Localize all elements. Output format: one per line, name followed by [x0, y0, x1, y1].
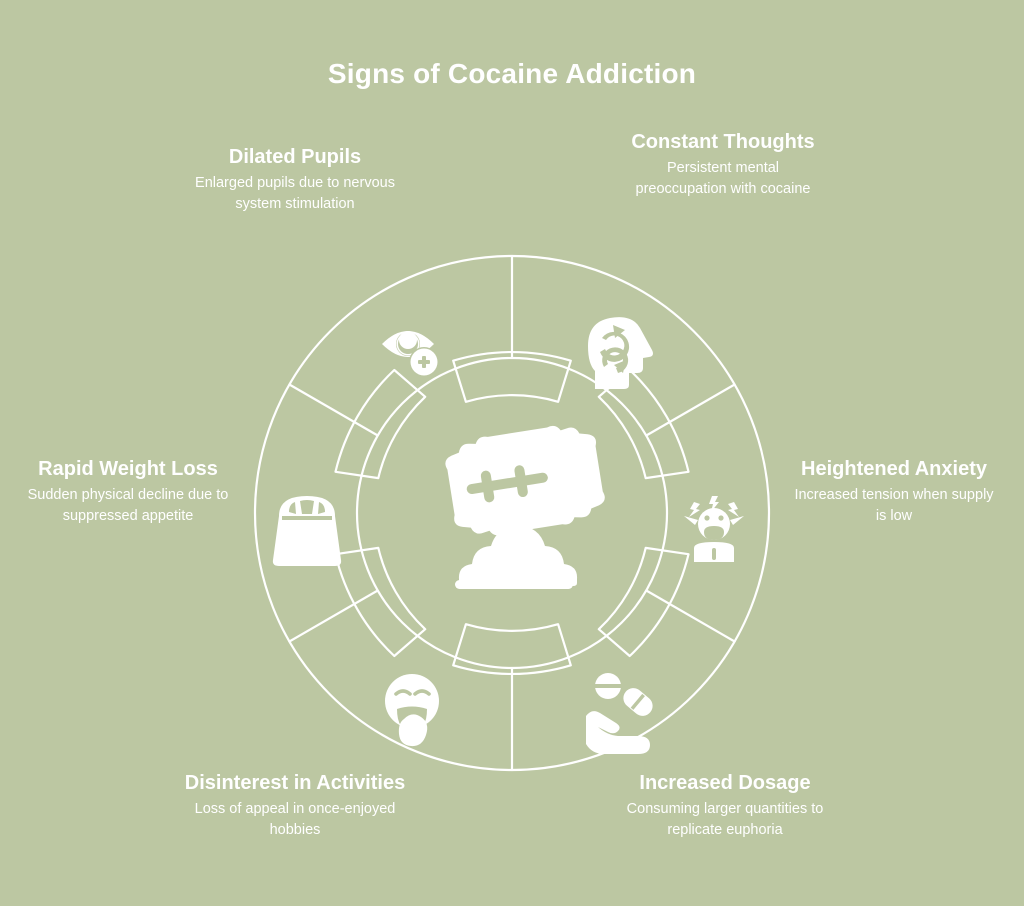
segment-label-dilated-pupils[interactable]: Dilated Pupils Enlarged pupils due to ne… [175, 143, 415, 215]
divider-lower-left [288, 589, 379, 643]
segment-description: Increased tension when supply is low [794, 487, 994, 524]
eye-plus-icon [382, 331, 439, 377]
page-title: Signs of Cocaine Addiction [327, 58, 697, 89]
razor-blade-and-powder-icon [445, 425, 605, 589]
divider-upper-left [288, 383, 379, 437]
petal-lower-right [597, 546, 690, 658]
segment-label-increased-dosage[interactable]: Increased Dosage Consuming larger quanti… [625, 769, 825, 841]
segment-heading: Heightened Anxiety [801, 458, 987, 480]
weight-scale-icon [272, 496, 342, 566]
yawning-bored-face-icon [385, 674, 439, 747]
petal-bottom [452, 623, 572, 675]
segment-description: Sudden physical decline due to suppresse… [27, 487, 229, 524]
petal-upper-left [334, 368, 427, 480]
divider-upper-right [645, 383, 736, 437]
head-recurring-thoughts-icon [588, 317, 653, 389]
petal-top [452, 351, 572, 403]
segment-heading: Rapid Weight Loss [38, 458, 218, 480]
hand-holding-pills-icon [586, 673, 653, 754]
segment-label-constant-thoughts[interactable]: Constant Thoughts Persistent mental preo… [627, 128, 819, 200]
segment-label-heightened-anxiety[interactable]: Heightened Anxiety Increased tension whe… [790, 455, 998, 527]
segment-heading: Dilated Pupils [228, 146, 362, 168]
segment-description: Consuming larger quantities to replicate… [626, 801, 824, 838]
segment-description: Persistent mental preoccupation with coc… [635, 160, 811, 197]
segment-heading: Increased Dosage [639, 772, 811, 794]
divider-lower-right [645, 589, 736, 643]
segment-heading: Disinterest in Activities [184, 772, 406, 794]
segment-label-rapid-weight-loss[interactable]: Rapid Weight Loss Sudden physical declin… [17, 455, 239, 527]
segment-heading: Constant Thoughts [631, 131, 815, 153]
segment-label-disinterest-in-activities[interactable]: Disinterest in Activities Loss of appeal… [175, 769, 415, 841]
petal-lower-left [334, 546, 427, 658]
petal-upper-right [597, 368, 690, 480]
stressed-person-icon [684, 496, 744, 562]
segment-description: Enlarged pupils due to nervous system st… [195, 175, 395, 212]
segment-description: Loss of appeal in once-enjoyed hobbies [194, 801, 396, 838]
